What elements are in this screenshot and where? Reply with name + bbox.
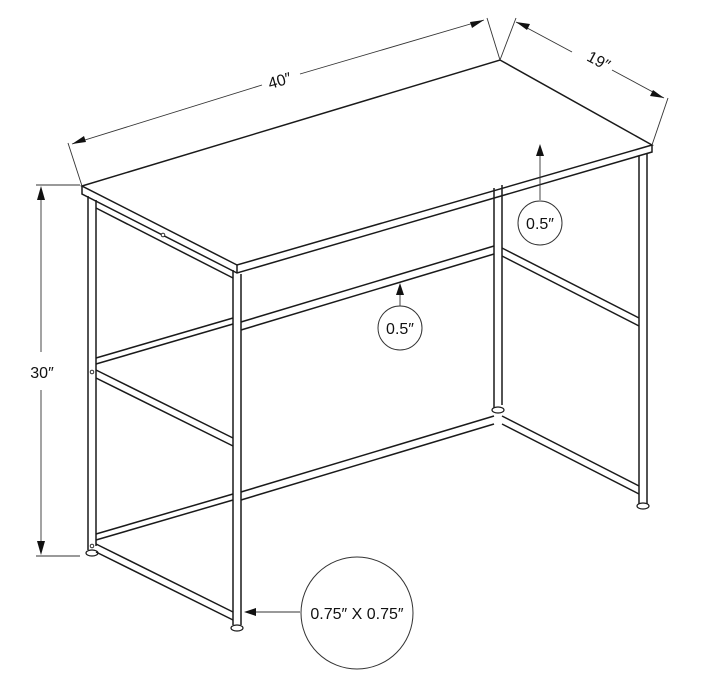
width-dimension: 40″	[67, 17, 501, 187]
height-dimension: 30″	[30, 184, 80, 557]
arrow-down-icon	[37, 541, 45, 555]
depth-dimension: 19″	[499, 17, 669, 146]
arrow-up-icon	[396, 283, 404, 295]
arrow-right-icon	[470, 20, 484, 28]
front-left-leg	[230, 270, 244, 632]
top-thickness-callout: 0.5″	[517, 144, 563, 246]
arrow-up-icon	[37, 186, 45, 200]
desktop	[79, 59, 654, 274]
arrow-up-icon	[536, 144, 544, 156]
shelf-thickness-label: 0.5″	[386, 321, 414, 338]
depth-label: 19″	[584, 49, 613, 75]
left-side-middle-rail	[95, 369, 234, 447]
back-left-leg	[85, 196, 99, 557]
leg-profile-callout: 0.75″ X 0.75″	[244, 556, 414, 670]
left-side-bottom-rail	[95, 543, 234, 621]
arrow-downright-icon	[650, 90, 664, 98]
right-side-rails	[501, 247, 640, 495]
width-label: 40″	[266, 70, 294, 93]
arrow-upleft-icon	[516, 22, 530, 30]
back-right-leg	[491, 185, 505, 414]
top-thickness-label: 0.5″	[526, 216, 554, 233]
arrow-left-icon	[72, 136, 86, 144]
height-label: 30″	[30, 365, 54, 382]
leg-profile-label: 0.75″ X 0.75″	[310, 606, 404, 623]
front-right-leg	[636, 153, 650, 510]
back-middle-stretcher	[95, 245, 495, 365]
arrow-left-icon	[244, 608, 256, 616]
back-bottom-stretcher	[95, 415, 495, 541]
left-side-top-rail	[95, 207, 234, 279]
shelf-thickness-callout: 0.5″	[377, 283, 423, 351]
